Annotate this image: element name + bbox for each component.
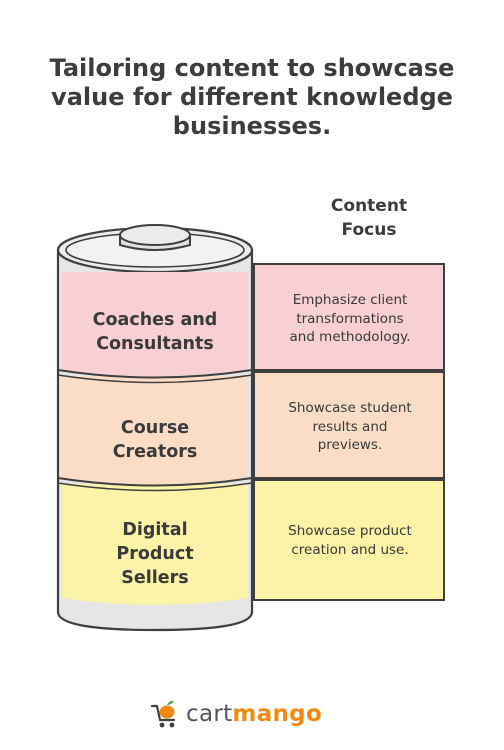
shopping-cart-mango-icon <box>150 700 176 728</box>
focus-box-course <box>253 371 445 479</box>
page-title: Tailoring content to showcase value for … <box>49 54 455 140</box>
content-focus-header: Content Focus <box>330 196 408 240</box>
focus-text-coaches: Emphasize client transformations and met… <box>289 292 411 345</box>
brand-logo: cartmango <box>150 694 322 734</box>
segment-label-digital: Digital Product Sellers <box>116 520 194 588</box>
focus-box-digital <box>253 479 445 601</box>
band-line-4 <box>57 482 253 492</box>
segment-fill-course <box>62 376 248 484</box>
band-line-3 <box>57 477 253 487</box>
battery-terminal-top <box>119 224 191 246</box>
segment-fill-coaches <box>62 272 248 376</box>
focus-text-course: Showcase student results and previews. <box>288 400 412 453</box>
segment-label-coaches: Coaches and Consultants <box>92 310 218 354</box>
band-line-1 <box>57 369 253 379</box>
brand-name-mango: mango <box>232 701 323 727</box>
segment-fill-digital <box>62 484 248 605</box>
band-line-2 <box>57 374 253 384</box>
segment-label-course: Course Creators <box>112 418 198 462</box>
focus-text-digital: Showcase product creation and use. <box>288 523 412 558</box>
brand-name-cart: cart <box>186 701 233 727</box>
focus-box-coaches <box>253 263 445 371</box>
